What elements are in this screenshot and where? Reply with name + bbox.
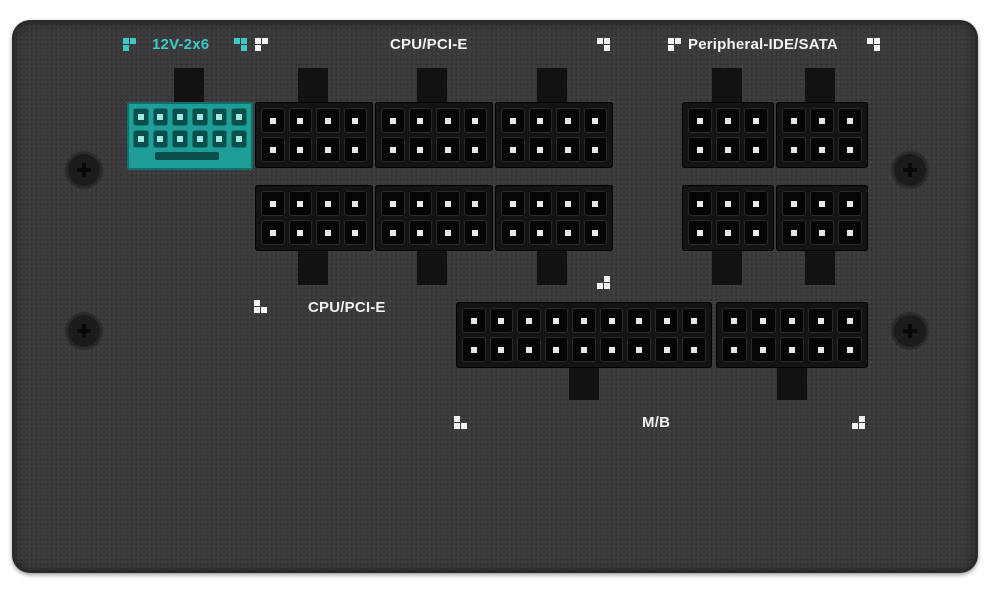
connector-cpu-pcie-mid-3[interactable] xyxy=(495,185,613,251)
connector-cpu-pcie-mid-2[interactable] xyxy=(375,185,493,251)
screw-icon xyxy=(66,313,102,349)
connector-latch xyxy=(537,251,567,285)
connector-latch xyxy=(298,251,328,285)
corner-mark-icon xyxy=(255,38,269,52)
connector-peripheral-mid-2[interactable] xyxy=(776,185,868,251)
corner-mark-icon xyxy=(234,38,248,52)
connector-latch xyxy=(417,251,447,285)
corner-mark-icon xyxy=(254,300,268,314)
corner-mark-icon xyxy=(852,416,866,430)
connector-peripheral-mid-1[interactable] xyxy=(682,185,774,251)
connector-latch xyxy=(805,68,835,102)
label-cpu-pcie-top: CPU/PCI-E xyxy=(390,36,468,53)
label-mb: M/B xyxy=(642,414,671,431)
corner-mark-icon xyxy=(597,276,611,290)
connector-cpu-pcie-mid-1[interactable] xyxy=(255,185,373,251)
corner-mark-icon xyxy=(867,38,881,52)
connector-latch xyxy=(712,251,742,285)
screw-icon xyxy=(892,313,928,349)
connector-peripheral-top-1[interactable] xyxy=(682,102,774,168)
connector-latch xyxy=(777,368,807,400)
label-peripheral-ide-sata: Peripheral-IDE/SATA xyxy=(688,36,838,53)
connector-mb-main[interactable] xyxy=(456,302,712,368)
screw-icon xyxy=(892,152,928,188)
connector-cpu-pcie-top-2[interactable] xyxy=(375,102,493,168)
corner-mark-icon xyxy=(668,38,682,52)
corner-mark-icon xyxy=(123,38,137,52)
label-cpu-pcie-middle: CPU/PCI-E xyxy=(308,299,386,316)
connector-latch xyxy=(298,68,328,102)
connector-latch xyxy=(174,68,204,102)
label-12v-2x6: 12V-2x6 xyxy=(152,36,210,53)
connector-peripheral-top-2[interactable] xyxy=(776,102,868,168)
connector-latch xyxy=(537,68,567,102)
screw-icon xyxy=(66,152,102,188)
connector-cpu-pcie-top-1[interactable] xyxy=(255,102,373,168)
sense-pins xyxy=(155,152,219,160)
connector-latch xyxy=(805,251,835,285)
connector-latch xyxy=(569,368,599,400)
psu-back-panel: 12V-2x6 CPU/PCI-E Peripheral-IDE/SATA CP… xyxy=(12,20,978,573)
connector-mb-aux[interactable] xyxy=(716,302,868,368)
corner-mark-icon xyxy=(454,416,468,430)
connector-cpu-pcie-top-3[interactable] xyxy=(495,102,613,168)
connector-12v-2x6[interactable] xyxy=(127,102,253,170)
connector-latch xyxy=(712,68,742,102)
corner-mark-icon xyxy=(597,38,611,52)
connector-latch xyxy=(417,68,447,102)
